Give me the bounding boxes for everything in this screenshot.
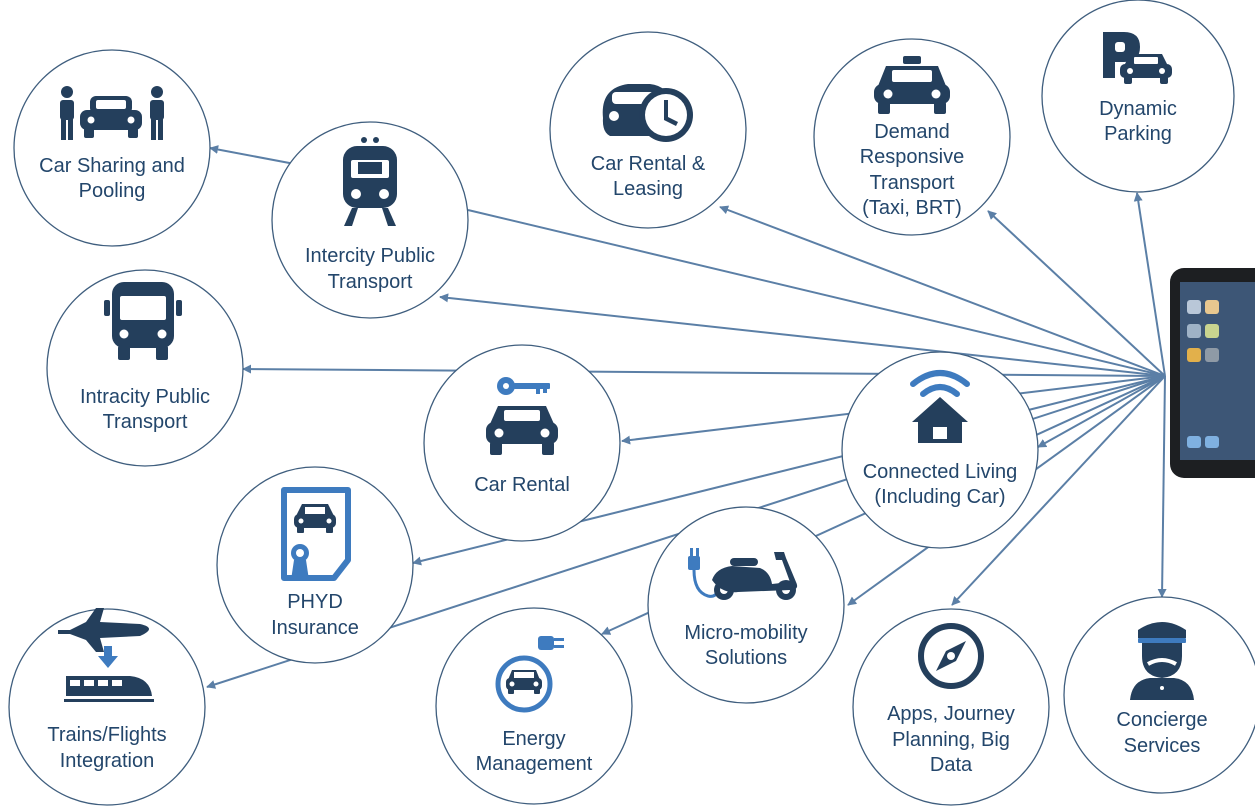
node-phyd: PHYD Insurance xyxy=(216,466,414,664)
node-car-rental: Car Rental xyxy=(423,344,621,542)
label-demand-responsive-2: Responsive xyxy=(860,146,965,168)
node-demand-responsive: Demand Responsive Transport (Taxi, BRT) xyxy=(813,38,1011,236)
train-icon xyxy=(343,137,397,226)
label-intercity-2: Transport xyxy=(328,271,413,293)
label-demand-responsive-1: Demand xyxy=(874,121,950,143)
arrow-to-apps xyxy=(951,375,1166,606)
node-intercity: Intercity Public Transport xyxy=(271,121,469,319)
arrow-to-car-sharing xyxy=(209,145,301,166)
label-energy-1: Energy xyxy=(502,728,565,750)
label-trains-flights-1: Trains/Flights xyxy=(47,724,166,746)
node-micro-mobility: Micro-mobility Solutions xyxy=(647,506,845,704)
label-trains-flights-2: Integration xyxy=(60,750,155,772)
label-dynamic-parking-2: Parking xyxy=(1104,123,1172,145)
arrow-to-connected-living xyxy=(1037,375,1166,448)
arrow-to-intercity xyxy=(439,293,1166,377)
label-car-sharing-2: Pooling xyxy=(79,180,146,202)
label-apps-2: Planning, Big xyxy=(892,729,1010,751)
label-intercity-1: Intercity Public xyxy=(305,245,435,267)
concierge-icon xyxy=(1130,622,1194,700)
label-energy-2: Management xyxy=(476,753,593,775)
node-car-sharing: Car Sharing and Pooling xyxy=(13,49,211,247)
tablet-device xyxy=(1170,268,1255,478)
people-car-icon xyxy=(60,86,164,140)
node-concierge: Concierge Services xyxy=(1063,596,1255,794)
node-trains-flights: Trains/Flights Integration xyxy=(8,608,206,806)
bus-icon xyxy=(104,282,182,360)
taxi-icon xyxy=(874,56,950,114)
label-concierge-1: Concierge xyxy=(1116,709,1207,731)
app-icons-grid xyxy=(1187,300,1219,448)
label-car-rental-leasing-1: Car Rental & xyxy=(591,153,706,175)
label-phyd-1: PHYD xyxy=(287,591,343,613)
label-micro-mobility-1: Micro-mobility xyxy=(684,622,807,644)
arrow-to-intercity-upper xyxy=(467,209,1166,377)
label-intracity-1: Intracity Public xyxy=(80,386,210,408)
ev-plug-icon xyxy=(495,636,564,713)
label-car-rental-1: Car Rental xyxy=(474,474,570,496)
parking-icon xyxy=(1103,32,1172,84)
label-concierge-2: Services xyxy=(1124,735,1201,757)
arrow-to-car-rental-leasing xyxy=(719,205,1166,377)
insurance-certificate-icon xyxy=(281,487,351,581)
plane-train-icon xyxy=(58,608,154,702)
node-intracity: Intracity Public Transport xyxy=(46,269,244,467)
label-car-rental-leasing-2: Leasing xyxy=(613,178,683,200)
arrow-to-dynamic-parking xyxy=(1133,192,1166,377)
electric-scooter-icon xyxy=(688,548,798,600)
car-clock-icon xyxy=(602,84,693,142)
label-demand-responsive-4: (Taxi, BRT) xyxy=(862,197,962,219)
label-intracity-2: Transport xyxy=(103,411,188,433)
node-apps: Apps, Journey Planning, Big Data xyxy=(852,608,1050,806)
label-dynamic-parking-1: Dynamic xyxy=(1099,98,1177,120)
smart-home-icon xyxy=(910,370,970,443)
label-connected-living-2: (Including Car) xyxy=(874,486,1005,508)
node-dynamic-parking: Dynamic Parking xyxy=(1041,0,1235,193)
label-apps-1: Apps, Journey xyxy=(887,703,1015,725)
label-car-sharing-1: Car Sharing and xyxy=(39,155,185,177)
compass-icon xyxy=(918,623,984,689)
label-phyd-2: Insurance xyxy=(271,617,359,639)
key-car-icon xyxy=(486,377,558,455)
arrow-to-demand-responsive xyxy=(987,210,1166,377)
node-connected-living: Connected Living (Including Car) xyxy=(841,351,1039,549)
label-demand-responsive-3: Transport xyxy=(870,172,955,194)
label-connected-living-1: Connected Living xyxy=(863,461,1018,483)
arrow-to-concierge xyxy=(1157,375,1167,598)
arrow-to-intracity xyxy=(242,364,1166,377)
node-car-rental-leasing: Car Rental & Leasing xyxy=(549,31,747,229)
label-micro-mobility-2: Solutions xyxy=(705,647,787,669)
node-energy: Energy Management xyxy=(435,607,633,805)
label-apps-3: Data xyxy=(930,754,973,776)
